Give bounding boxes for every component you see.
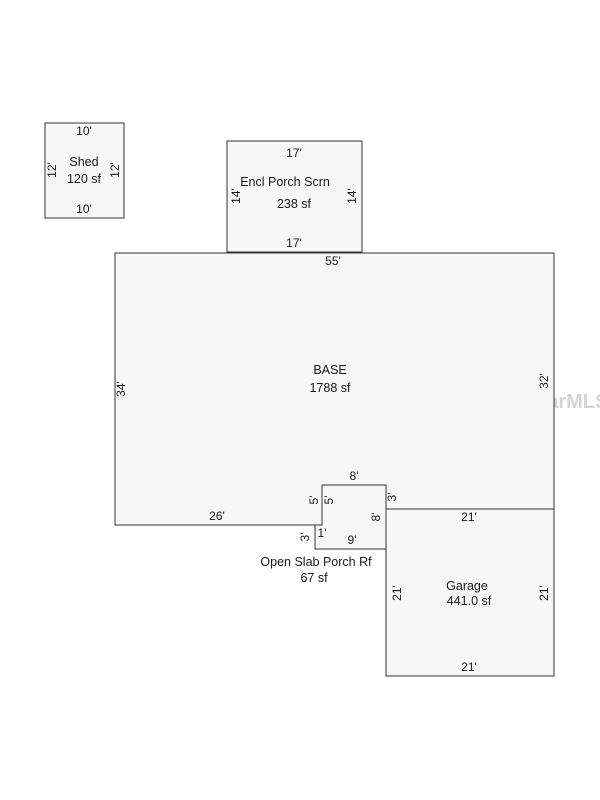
- garage-area: 21' 21' 21' 21' Garage 441.0 sf: [385, 508, 555, 677]
- base-dim-bottom-left: 26': [209, 509, 225, 523]
- open-porch-dim-left: 3': [298, 533, 312, 542]
- open-porch-area-label: 67 sf: [300, 571, 328, 585]
- porch-screen-dim-left: 14': [229, 188, 243, 204]
- porch-screen-dim-bottom: 17': [286, 236, 302, 250]
- porch-screen-dim-top: 17': [286, 146, 302, 160]
- shed-dim-bottom: 10': [76, 202, 92, 216]
- shed-dim-right: 12': [108, 162, 122, 178]
- base-dim-notch-top: 8': [350, 469, 359, 483]
- garage-dim-top: 21': [461, 510, 477, 524]
- shed-dim-top: 10': [76, 124, 92, 138]
- base-dim-right: 32': [537, 373, 551, 389]
- base-outline: [114, 252, 555, 526]
- open-porch-label: Open Slab Porch Rf: [260, 555, 372, 569]
- garage-label: Garage: [446, 579, 488, 593]
- garage-area-label: 441.0 sf: [447, 594, 492, 608]
- shed-outline: [44, 122, 125, 219]
- shed-dim-left: 12': [45, 162, 59, 178]
- open-porch-dim-bottom: 9': [348, 533, 357, 547]
- shed-area-label: 120 sf: [67, 172, 102, 186]
- porch-screen-dim-right: 14': [345, 188, 359, 204]
- base-area-label: 1788 sf: [309, 381, 351, 395]
- enclosed-porch-area: 17' 17' 14' 14' Encl Porch Scrn 238 sf: [226, 140, 363, 253]
- open-porch-labels: 3' 1' 9' 8' Open Slab Porch Rf 67 sf: [260, 513, 383, 585]
- base-dim-top: 55': [325, 254, 341, 268]
- garage-dim-right: 21': [537, 585, 551, 601]
- garage-dim-bottom: 21': [461, 660, 477, 674]
- shed-label: Shed: [69, 155, 98, 169]
- porch-screen-area-label: 238 sf: [277, 197, 312, 211]
- open-porch-dim-right: 8': [369, 513, 383, 522]
- base-dim-notch-left-outer: 5': [307, 496, 321, 505]
- base-dim-notch-left-inner: 5': [322, 496, 336, 505]
- shed-area: 10' 10' 12' 12' Shed 120 sf: [44, 122, 125, 219]
- enclosed-porch-outline: [226, 140, 363, 253]
- porch-screen-label: Encl Porch Scrn: [240, 175, 330, 189]
- garage-outline: [385, 508, 555, 677]
- garage-dim-left: 21': [390, 585, 404, 601]
- open-porch-dim-step: 1': [318, 526, 327, 540]
- base-dim-notch-right: 3': [385, 493, 399, 502]
- base-label: BASE: [313, 363, 346, 377]
- base-dim-left: 34': [114, 381, 128, 397]
- base-area: 55' 34' 32' 26' 8' 5' 5' 3' BASE 1788 sf: [114, 252, 555, 526]
